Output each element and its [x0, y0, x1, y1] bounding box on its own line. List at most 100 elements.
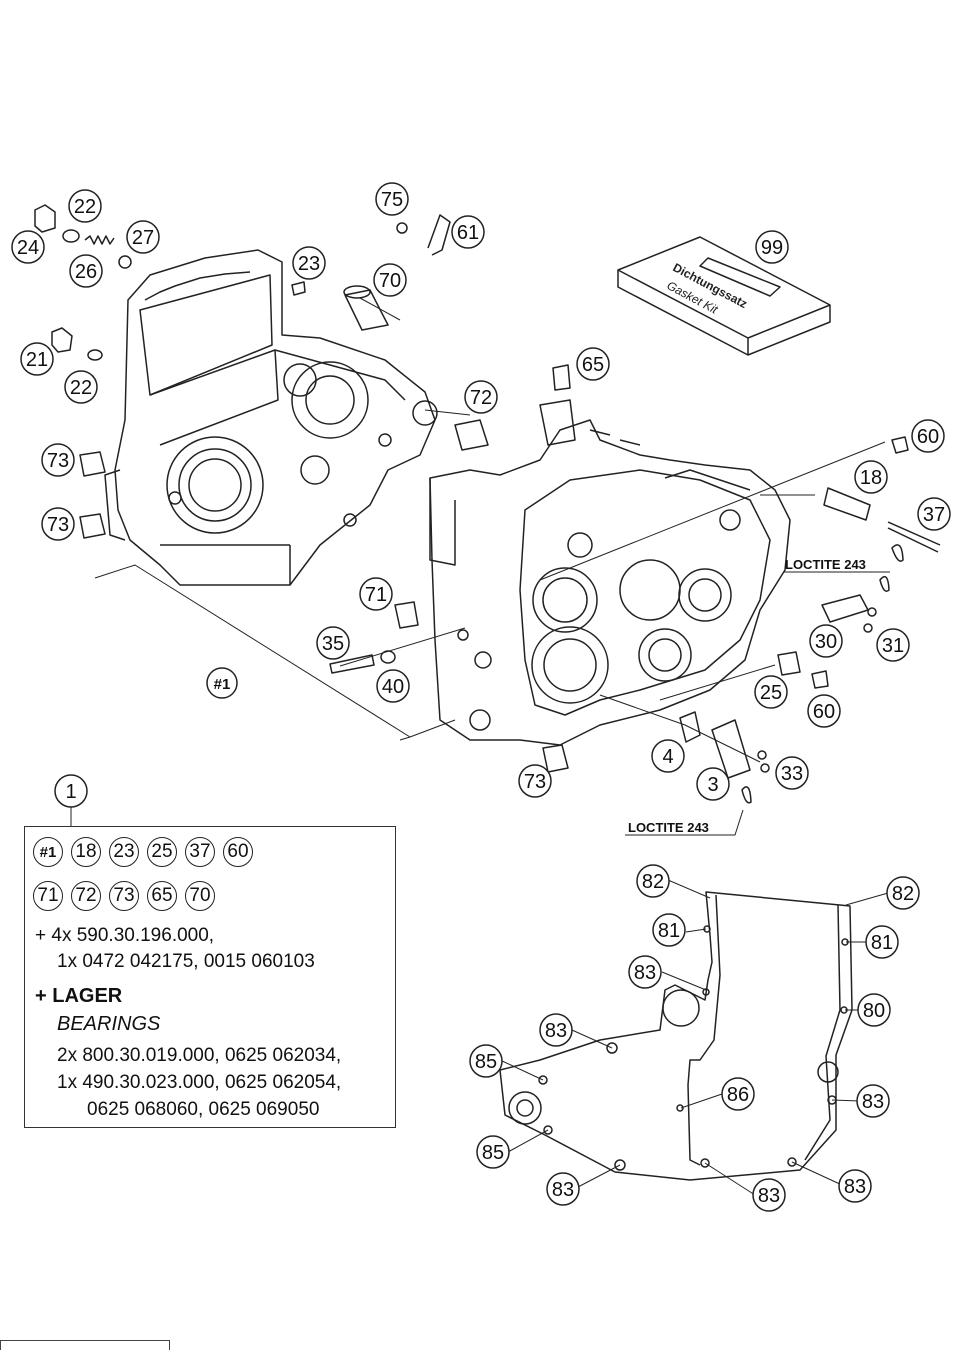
callout-label: 3	[707, 774, 718, 796]
callout-circle	[41, 507, 75, 541]
callout-label: 83	[552, 1179, 574, 1201]
callout-23: 23	[292, 246, 326, 280]
callout-circle	[451, 215, 485, 249]
callout-75: 75	[375, 182, 409, 216]
callout-82: 82	[636, 864, 670, 898]
callout-circle	[476, 1135, 510, 1169]
legend-bubble: 37	[185, 837, 215, 867]
callout-circle	[11, 230, 45, 264]
callout-73: 73	[41, 507, 75, 541]
callout-circle	[857, 993, 891, 1027]
callout-label: 83	[758, 1185, 780, 1207]
callout-circle	[651, 739, 685, 773]
callout-61: 61	[451, 215, 485, 249]
callout-label: 1	[65, 781, 76, 803]
small-parts	[34, 204, 941, 804]
callout-24: 24	[11, 230, 45, 264]
callout-circle	[754, 675, 788, 709]
callout-circle	[911, 419, 945, 453]
callout-circle	[69, 254, 103, 288]
legend-bubble: #1	[33, 837, 63, 867]
callout-circle	[375, 182, 409, 216]
loctite-label-lower: LOCTITE 243	[628, 820, 709, 835]
legend-heading: + LAGER	[35, 985, 123, 1007]
callout-21: 21	[20, 342, 54, 376]
callout-label: 26	[75, 261, 97, 283]
callout-circle	[54, 774, 88, 808]
callout-label: 18	[860, 467, 882, 489]
callout-circle	[809, 624, 843, 658]
callout-label: 22	[70, 377, 92, 399]
callout-73: 73	[518, 764, 552, 798]
callout-1: 1	[54, 774, 88, 808]
callout-35: 35	[316, 626, 350, 660]
callout-83: 83	[539, 1013, 573, 1047]
callout-99: 99	[755, 230, 789, 264]
callout-label: 99	[761, 237, 783, 259]
footer-strip	[0, 1340, 170, 1350]
legend-bubble: 72	[71, 881, 101, 911]
callout-label: 25	[760, 682, 782, 704]
callout-label: 73	[47, 450, 69, 472]
legend-bubble: 70	[185, 881, 215, 911]
right-crankcase-half	[429, 399, 791, 746]
callout-circle	[856, 1084, 890, 1118]
callout-82: 82	[886, 876, 920, 910]
callout-22: 22	[68, 189, 102, 223]
legend-bearing-2: 1x 490.30.023.000, 0625 062054,	[57, 1072, 342, 1093]
callout-85: 85	[476, 1135, 510, 1169]
callout-83: 83	[856, 1084, 890, 1118]
callout-circle	[917, 497, 951, 531]
legend-row-1: #1 18 23 25 37 60	[33, 837, 253, 867]
callout-label: 73	[47, 514, 69, 536]
callout-label: 23	[298, 253, 320, 275]
callout-label: 71	[365, 584, 387, 606]
legend-bubble: 71	[33, 881, 63, 911]
callout-label: 81	[658, 920, 680, 942]
callout-label: 72	[470, 387, 492, 409]
callout-72: 72	[464, 380, 498, 414]
callout-label: 30	[815, 631, 837, 653]
callout-60: 60	[807, 694, 841, 728]
legend-bubble: 23	[109, 837, 139, 867]
callout-circle	[539, 1013, 573, 1047]
callout-83: 83	[546, 1172, 580, 1206]
callout-circle	[41, 443, 75, 477]
callout-label: 73	[524, 771, 546, 793]
legend-bubble: 73	[109, 881, 139, 911]
callout-86: 86	[721, 1077, 755, 1111]
callout-circle	[628, 955, 662, 989]
callout-label: 40	[382, 676, 404, 698]
callout-4: 4	[651, 739, 685, 773]
callout-label: 4	[662, 746, 673, 768]
left-crankcase-half	[104, 249, 438, 586]
legend-row-2: 71 72 73 65 70	[33, 881, 215, 911]
legend-subheading: BEARINGS	[57, 1013, 161, 1035]
callout-73: 73	[41, 443, 75, 477]
callout-circle	[721, 1077, 755, 1111]
legend-bubble: 18	[71, 837, 101, 867]
legend-line-2: 1x 0472 042175, 0015 060103	[57, 951, 315, 972]
callout-circle	[876, 628, 910, 662]
callout-3: 3	[696, 767, 730, 801]
callout-label: 75	[381, 189, 403, 211]
callout-circle	[854, 460, 888, 494]
callout-circle	[838, 1169, 872, 1203]
callout-label: 81	[871, 932, 893, 954]
callout-label: 37	[923, 504, 945, 526]
callout-label: 21	[26, 349, 48, 371]
callout-circle	[576, 347, 610, 381]
callout-label: 24	[17, 237, 39, 259]
callout-label: 33	[781, 763, 803, 785]
callout-label: 82	[892, 883, 914, 905]
callout-85: 85	[469, 1044, 503, 1078]
callout-circle	[755, 230, 789, 264]
callout-label: 83	[862, 1091, 884, 1113]
callout-label: 86	[727, 1084, 749, 1106]
legend-bubble: 60	[223, 837, 253, 867]
callout-circle	[64, 370, 98, 404]
callout-31: 31	[876, 628, 910, 662]
callout-25: 25	[754, 675, 788, 709]
